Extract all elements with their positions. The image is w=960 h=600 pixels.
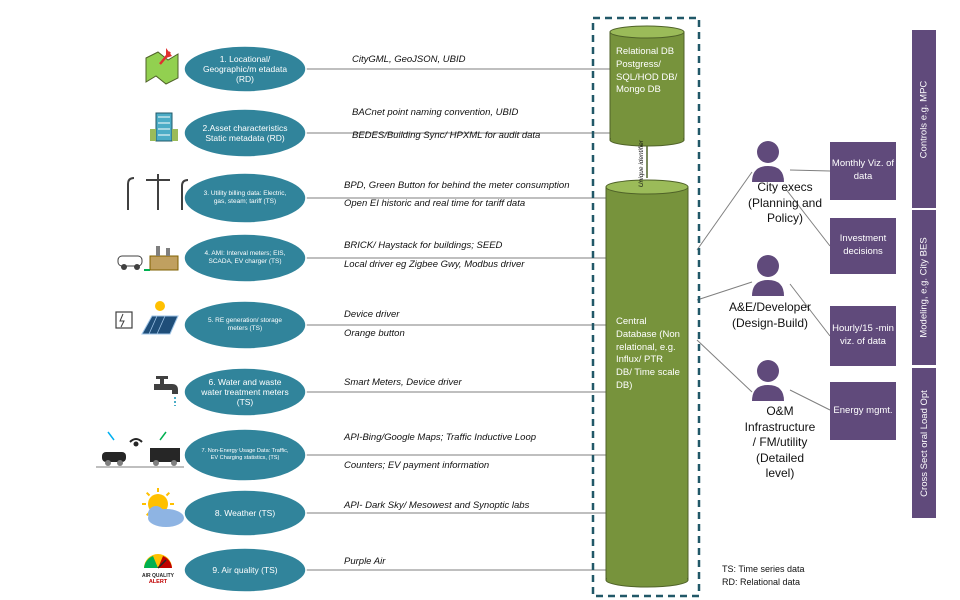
utility-pole-icon (127, 174, 189, 210)
city-execs-to-output-line (784, 187, 831, 247)
legend: TS: Time series data RD: Relational data (722, 563, 805, 588)
city-execs-to-output-line (789, 169, 831, 172)
air-quality-alert-text: ALERT (149, 579, 168, 585)
protocol-label: Device driver (344, 309, 400, 320)
protocol-label: Local driver eg Zigbee Gwy, Modbus drive… (344, 259, 525, 270)
persona-city-execs (752, 141, 784, 182)
source-ellipse (183, 428, 307, 482)
protocol-label: Smart Meters, Device driver (344, 377, 462, 388)
output-monthly-viz: Monthly Viz. of data (830, 142, 896, 200)
source-label: 4. AMI: Interval meters; EIS, SCADA, EV … (204, 250, 286, 265)
traffic-icon (96, 431, 184, 468)
map-pin-icon (145, 48, 179, 85)
central-db-cylinder (605, 179, 689, 588)
relational-db-cylinder (609, 25, 685, 147)
building-icon (150, 112, 178, 142)
source-ellipse (183, 233, 307, 283)
output-investment-decisions: Investment decisions (830, 218, 896, 274)
category-load-opt: Cross Sect oral Load Opt (912, 368, 936, 518)
protocol-label: API-Bing/Google Maps; Traffic Inductive … (344, 432, 537, 443)
persona-developer (752, 255, 784, 296)
category-controls: Controls e.g. MPC (912, 30, 936, 208)
protocol-label: BPD, Green Button for behind the meter c… (344, 180, 570, 191)
protocol-label: BEDES/Building Sync/ HPXML for audit dat… (352, 130, 541, 141)
source-ellipse (183, 367, 307, 417)
weather-icon (142, 488, 184, 527)
source-label: 9. Air quality (TS) (212, 564, 278, 575)
source-label: 5. RE generation/ storage meters (TS) (207, 317, 283, 332)
protocol-label: BRICK/ Haystack for buildings; SEED (344, 240, 503, 251)
source-ellipses (183, 45, 307, 593)
connector-lines (306, 68, 831, 571)
water-tap-icon (154, 376, 178, 406)
source-label: 8. Weather (TS) (214, 507, 276, 518)
solar-battery-icon (115, 301, 179, 335)
protocol-label: BACnet point naming convention, UBID (352, 107, 519, 118)
db-to-developer-line (696, 281, 753, 301)
output-hourly-viz: Hourly/15 -min viz. of data (830, 306, 896, 366)
source-ellipse (183, 300, 307, 350)
protocol-label: Orange button (344, 328, 405, 339)
persona-om (752, 360, 784, 401)
source-ellipse (183, 547, 307, 593)
legend-rd: RD: Relational data (722, 576, 801, 587)
source-label: 6. Water and waste water treatment meter… (201, 376, 289, 408)
source-ellipse (183, 489, 307, 537)
protocol-label: API- Dark Sky/ Mesowest and Synoptic lab… (344, 500, 530, 511)
central-db-label: Central Database (Non relational, e.g. I… (616, 316, 680, 392)
unique-id-label: Unique identifier (637, 140, 645, 188)
ev-factory-icon (117, 246, 179, 271)
protocol-label: Open EI historic and real time for tarif… (344, 198, 526, 209)
source-ellipse (183, 108, 307, 158)
source-label: 2.Asset characteristics Static metadata … (202, 122, 288, 143)
output-energy-mgmt: Energy mgmt. (830, 382, 896, 440)
relational-db-label: Relational DB Postgress/ SQL/HOD DB/ Mon… (616, 46, 678, 96)
category-modeling: Modeling, e.g. City BES (912, 210, 936, 365)
source-label: 1. Locational/ Geographic/m etadata (RD) (202, 53, 288, 85)
db-to-city-execs-line (696, 171, 753, 251)
om-to-output-line (789, 389, 831, 411)
source-label: 3. Utility billing data: Electric, gas, … (203, 190, 287, 205)
database-dashed-frame (591, 16, 701, 598)
source-ellipse (183, 172, 307, 224)
protocol-label: CityGML, GeoJSON, UBID (352, 54, 466, 65)
source-label: 7. Non-Energy Usage Data: Traffic, EV Ch… (201, 448, 289, 461)
persona-city-execs-label: City execs (Planning and Policy) (747, 180, 823, 226)
legend-ts: TS: Time series data (722, 564, 805, 574)
source-ellipse (183, 45, 307, 93)
protocol-label: Counters; EV payment information (344, 460, 490, 471)
persona-om-label: O&M Infrastructure / FM/utility (Detaile… (744, 404, 816, 481)
db-to-om-line (696, 339, 753, 393)
air-quality-text: AIR QUALITY (142, 573, 175, 579)
protocol-label: Purple Air (344, 556, 386, 567)
developer-to-output-line (789, 283, 831, 337)
persona-developer-label: A&E/Developer (Design-Build) (728, 300, 812, 330)
